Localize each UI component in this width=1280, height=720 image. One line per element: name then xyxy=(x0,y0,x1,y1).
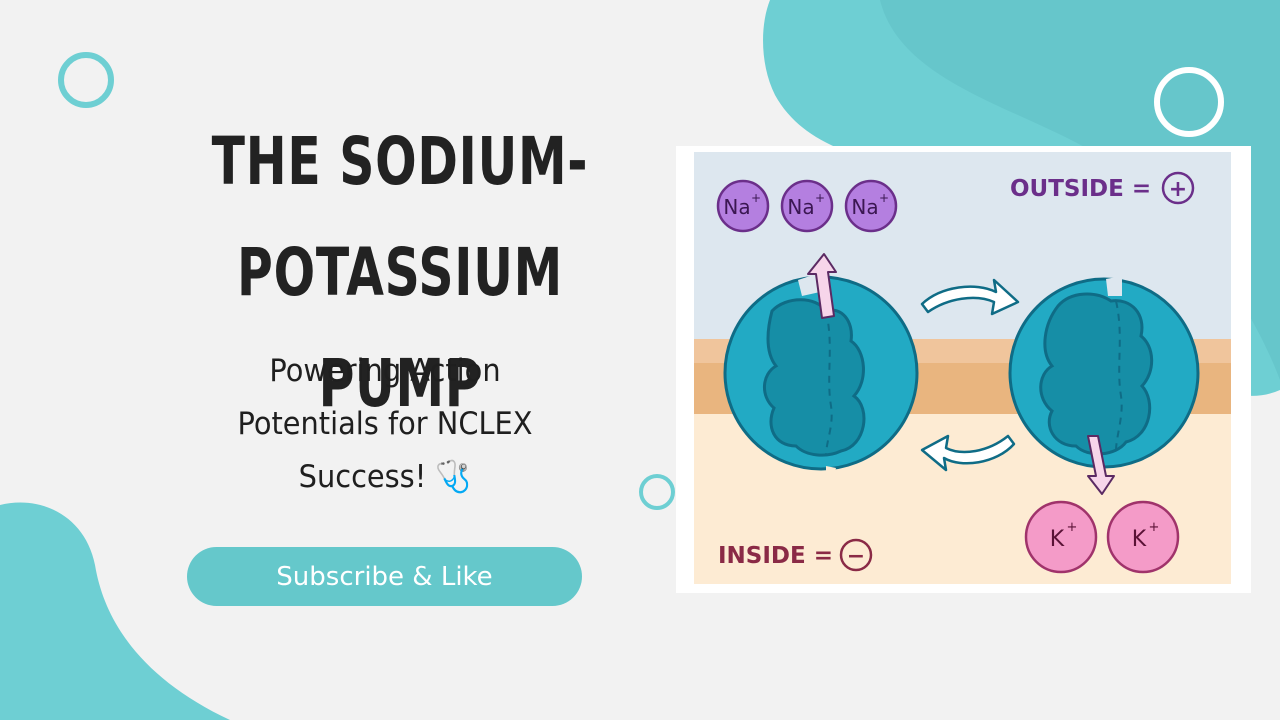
pump-protein-left xyxy=(723,274,919,474)
ion-charge: + xyxy=(815,191,825,205)
ion-charge: + xyxy=(751,191,761,205)
title-line-2: POTASSIUM PUMP xyxy=(237,234,563,422)
ring-top-left xyxy=(58,52,114,108)
ring-middle xyxy=(639,474,675,510)
outside-sign: + xyxy=(1169,177,1187,202)
subtitle-line-3: Success! 🩺 xyxy=(298,459,472,495)
ion-charge: + xyxy=(1149,520,1160,535)
sodium-ion: Na + xyxy=(780,179,834,233)
outside-label: OUTSIDE = xyxy=(1010,176,1151,202)
ion-charge: + xyxy=(1067,520,1078,535)
potassium-ion: K + xyxy=(1024,500,1098,574)
inside-label: INSIDE = xyxy=(718,543,833,569)
teal-blob-bottom-left xyxy=(0,502,230,720)
potassium-ion: K + xyxy=(1106,500,1180,574)
negative-sign-icon xyxy=(839,538,873,572)
potassium-ion-symbol: K xyxy=(1132,527,1147,552)
subtitle: Powering Action Potentials for NCLEX Suc… xyxy=(166,345,603,504)
potassium-ion-symbol: K xyxy=(1050,527,1065,552)
ring-top-right xyxy=(1154,67,1224,137)
sodium-ion-symbol: Na xyxy=(723,195,750,219)
teal-blob-top-right-shade xyxy=(880,0,1280,380)
page-title: THE SODIUM- POTASSIUM PUMP xyxy=(178,106,622,439)
sodium-potassium-pump-diagram: Na + Na + Na + K + K + OUTSIDE = + INSID… xyxy=(676,146,1251,593)
positive-sign-icon xyxy=(1161,171,1195,205)
sodium-out-arrow-icon xyxy=(807,253,837,319)
sodium-ion-symbol: Na xyxy=(851,195,878,219)
sodium-ion: Na + xyxy=(844,179,898,233)
sodium-ion: Na + xyxy=(716,179,770,233)
arrow-right-icon xyxy=(920,278,1020,316)
sodium-ion-symbol: Na xyxy=(787,195,814,219)
subtitle-line-1: Powering Action xyxy=(269,353,501,389)
potassium-in-arrow-icon xyxy=(1087,435,1115,495)
subscribe-like-button[interactable]: Subscribe & Like xyxy=(187,547,582,606)
title-line-1: THE SODIUM- xyxy=(211,123,589,200)
arrow-left-icon xyxy=(920,434,1016,472)
ion-charge: + xyxy=(879,191,889,205)
inside-sign: − xyxy=(847,544,865,569)
pump-protein-right xyxy=(1008,276,1200,469)
subtitle-line-2: Potentials for NCLEX xyxy=(237,406,533,442)
